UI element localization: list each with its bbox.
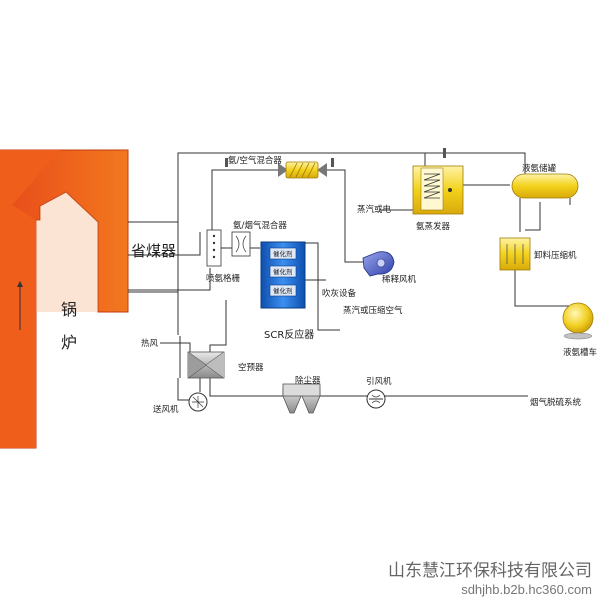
air-preheater (187, 351, 225, 379)
scr-reactor-label: SCR反应器 (264, 328, 314, 341)
labels: 省煤器 锅 炉 氨/空气混合器 氨/烟气混合器 喷氨格栅 催化剂 催化剂 催化剂… (61, 155, 597, 415)
company-name: 山东慧江环保科技有限公司 (388, 561, 592, 581)
dilution-fan-icon (362, 251, 395, 277)
ammonia-flue-mixer (231, 231, 251, 257)
ammonia-air-mixer-label: 氨/空气混合器 (228, 155, 282, 166)
footer: 山东慧江环保科技有限公司 sdhjhb.b2b.hc360.com (388, 561, 592, 597)
economizer-label: 省煤器 (131, 242, 176, 260)
boiler-label-1: 锅 (61, 300, 77, 319)
unloading-compressor (499, 237, 531, 271)
ammonia-flue-mixer-label: 氨/烟气混合器 (233, 220, 287, 231)
ammonia-tanker (562, 302, 594, 340)
catalyst-label-1: 催化剂 (273, 249, 293, 258)
catalyst-label-3: 催化剂 (273, 286, 293, 295)
dust-collector (282, 383, 321, 414)
boiler-label-2: 炉 (61, 333, 77, 352)
hot-air-label: 热风 (141, 338, 159, 349)
company-url: sdhjhb.b2b.hc360.com (461, 582, 592, 597)
pipework (128, 152, 570, 401)
ammonia-evaporator (412, 165, 464, 215)
steam-electric-label: 蒸汽或电 (357, 204, 392, 215)
ammonia-injection-grid (206, 229, 222, 267)
air-preheater-label: 空预器 (238, 362, 264, 373)
evaporator-label: 氨蒸发器 (416, 221, 451, 232)
dilution-fan-label: 稀释风机 (382, 274, 417, 285)
scr-reactor (260, 241, 306, 309)
induced-fan-icon (366, 389, 386, 409)
compressor-label: 卸料压缩机 (534, 250, 577, 261)
dust-collector-label: 除尘器 (295, 375, 321, 386)
valves (225, 148, 529, 190)
tank-label: 液氨储罐 (522, 163, 557, 174)
soot-blower-label: 吹灰设备 (322, 288, 357, 299)
fgd-system-label: 烟气脱硫系统 (530, 397, 582, 408)
forced-fan-icon (188, 392, 208, 412)
tanker-label: 液氨槽车 (563, 347, 597, 358)
boiler (0, 149, 129, 449)
forced-fan-label: 送风机 (153, 404, 179, 415)
liquid-ammonia-tank (511, 173, 579, 205)
induced-fan-label: 引风机 (366, 376, 392, 387)
ammonia-air-mixer (278, 161, 327, 179)
injection-grid-label: 喷氨格栅 (206, 273, 241, 284)
economizer-duct (128, 221, 178, 293)
steam-air-label: 蒸汽或压缩空气 (343, 305, 403, 316)
catalyst-label-2: 催化剂 (273, 267, 293, 276)
